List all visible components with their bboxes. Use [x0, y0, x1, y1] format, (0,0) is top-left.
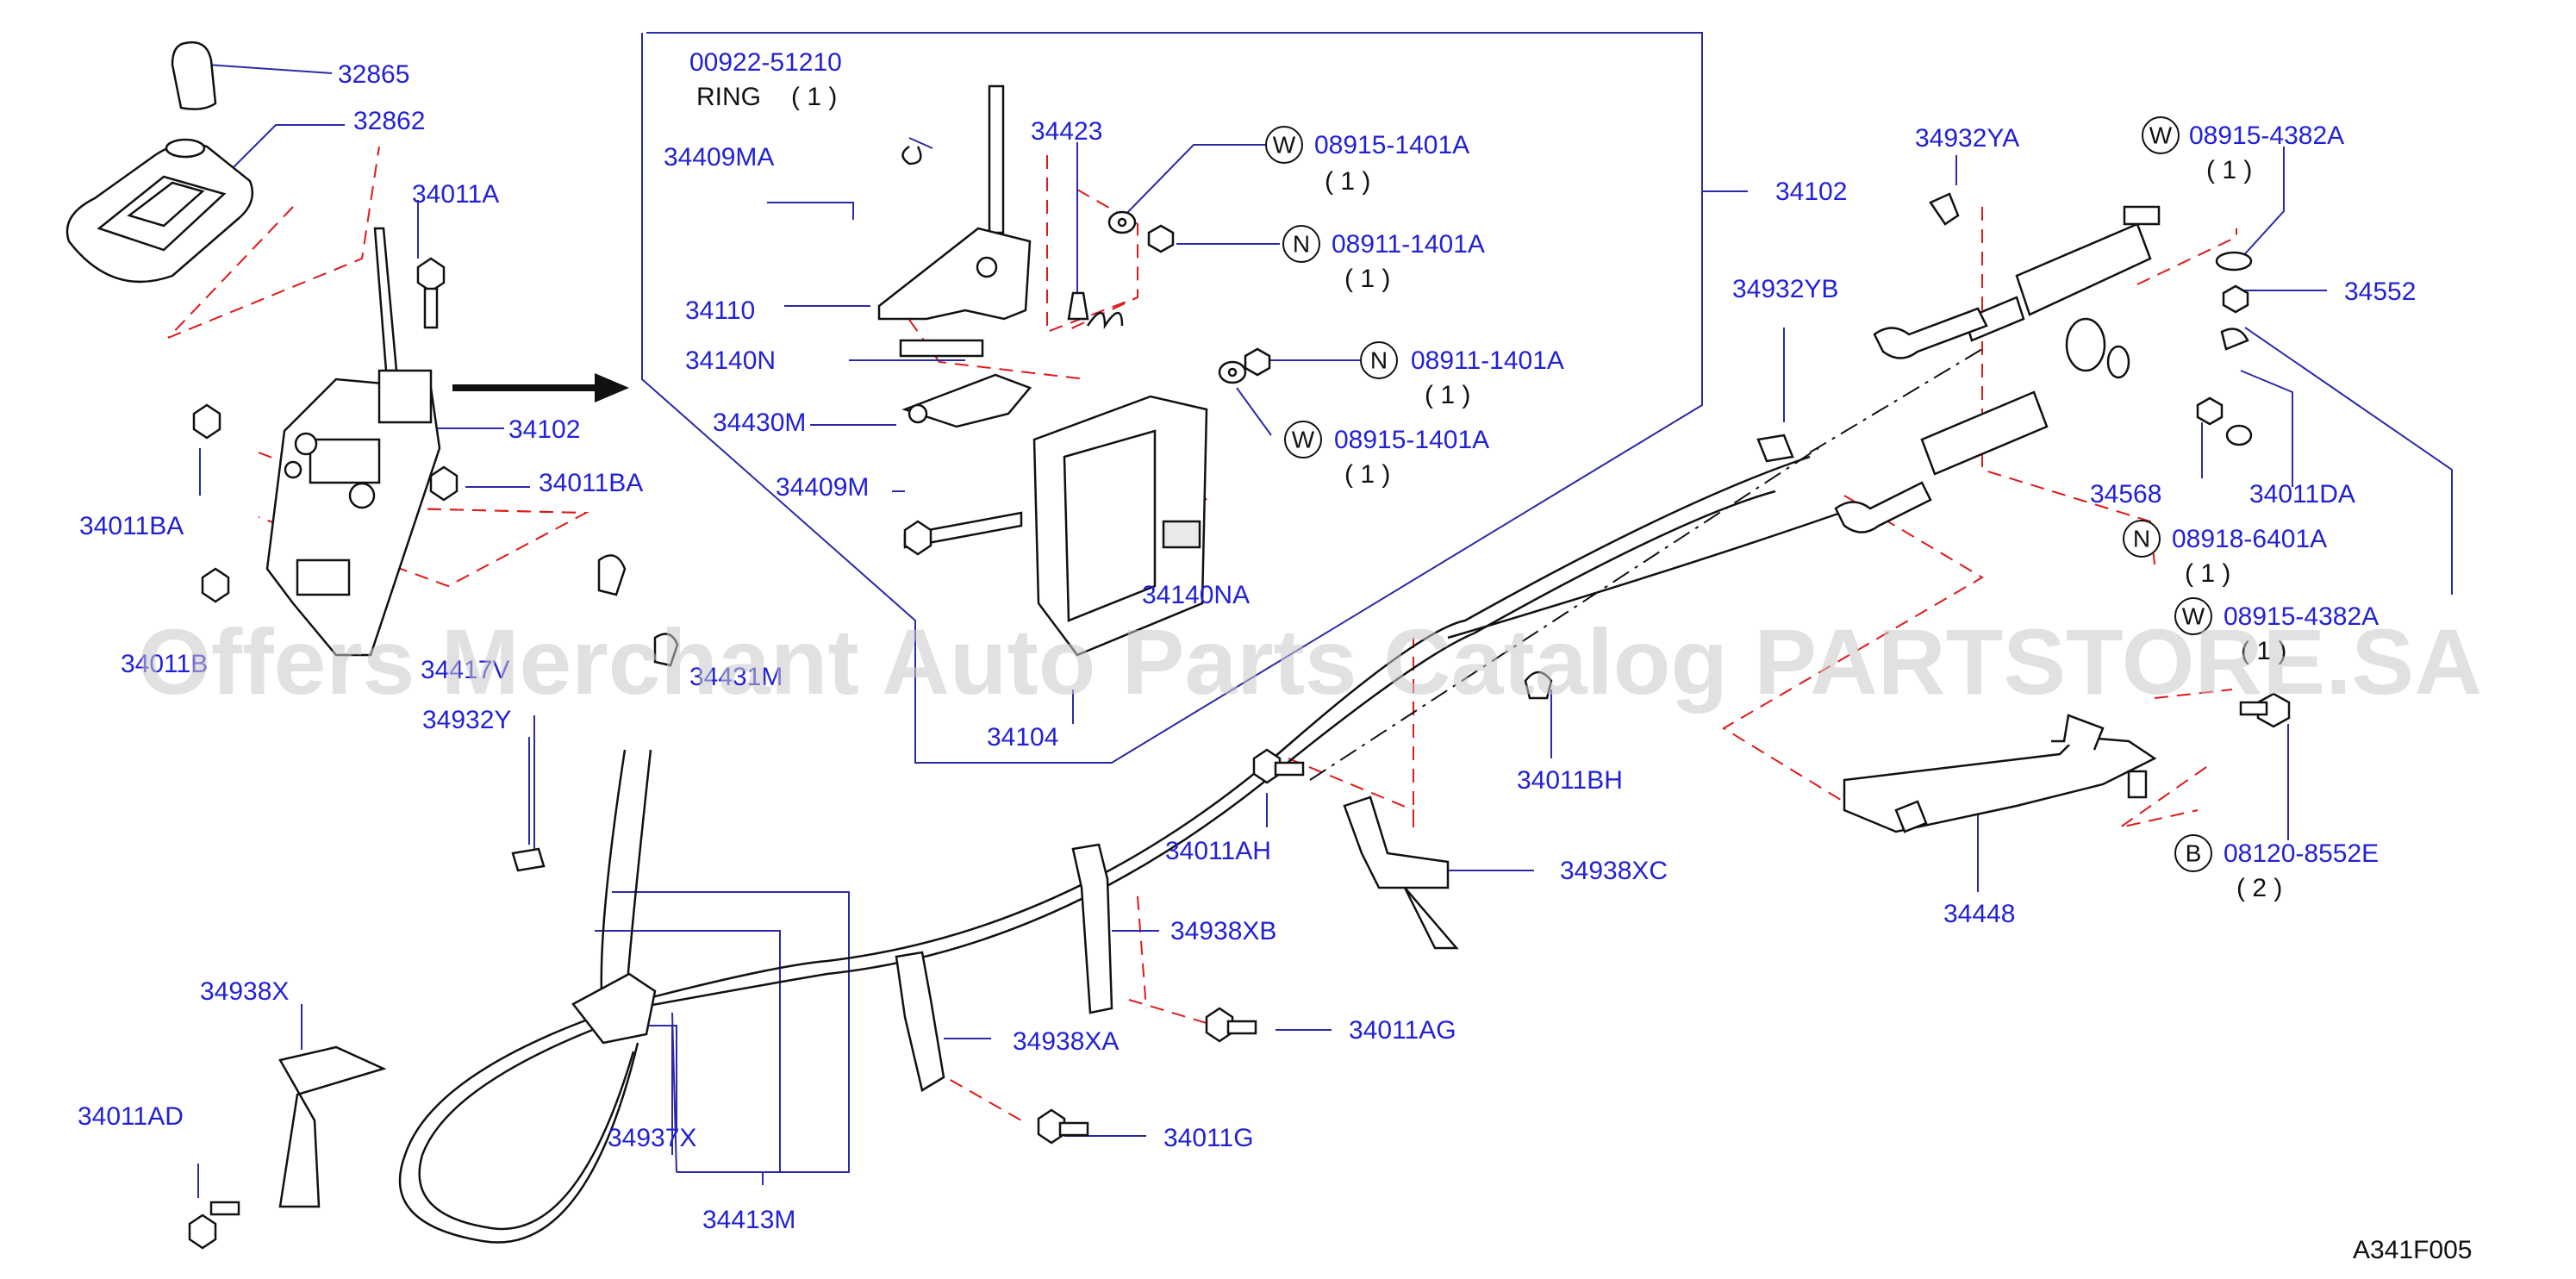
label-34409ma: 34409MA [664, 143, 774, 172]
label-08911-1401a-bottom: 08911-1401A [1411, 346, 1564, 375]
label-34938xb: 34938XB [1170, 917, 1276, 945]
label-34011ah: 34011AH [1165, 837, 1271, 865]
symbol-w: W [1273, 132, 1296, 159]
label-34104: 34104 [987, 723, 1058, 752]
cable-ends-right [1834, 205, 2253, 533]
symbol-b: B [2186, 840, 2202, 867]
label-34938xa: 34938XA [1013, 1027, 1119, 1056]
label-qty: ( 1 ) [1325, 167, 1370, 196]
label-ring: RING [696, 83, 761, 111]
direction-arrow [452, 373, 629, 402]
symbol-n: N [1370, 347, 1388, 374]
leader-lines [197, 64, 2453, 1198]
label-08915-1401a-bottom: 08915-1401A [1334, 426, 1489, 454]
symbol-n: N [2133, 526, 2150, 552]
label-32862: 32862 [353, 107, 425, 135]
label-34932ya: 34932YA [1915, 124, 2019, 153]
symbol-w: W [1292, 427, 1315, 453]
label-34552: 34552 [2344, 278, 2416, 306]
exploded-view-frame [641, 32, 1748, 764]
label-34011ba-left: 34011BA [79, 512, 184, 540]
label-ring-qty: ( 1 ) [791, 83, 837, 111]
label-qty: ( 1 ) [2241, 637, 2286, 665]
label-34011g: 34011G [1163, 1124, 1254, 1152]
part-labels: 32865 32862 34011A 34102 34011BA 34011BA… [78, 48, 2416, 1234]
label-34140na: 34140NA [1142, 581, 1250, 609]
shift-boot [65, 138, 254, 284]
label-34448: 34448 [1943, 900, 2015, 928]
label-34937x: 34937X [608, 1124, 696, 1152]
label-34417v: 34417V [421, 656, 509, 684]
label-34011ba-right: 34011BA [539, 469, 643, 497]
diagram-ref-code: A341F005 [2353, 1236, 2472, 1264]
label-34932y: 34932Y [422, 706, 511, 734]
cable-grommet [571, 972, 657, 1045]
bolt-08120 [2239, 692, 2291, 728]
label-34409m: 34409M [776, 473, 869, 502]
label-34011a: 34011A [412, 180, 499, 209]
label-32865: 32865 [338, 60, 409, 89]
watermark-text: Offers Merchant Auto Parts Catalog PARTS… [138, 609, 2482, 714]
washers-nuts-box [901, 145, 1271, 384]
symbol-w: W [2182, 603, 2205, 630]
label-34423: 34423 [1031, 117, 1102, 146]
label-34938xc: 34938XC [1560, 857, 1668, 885]
label-34430m: 34430M [713, 409, 806, 437]
label-34011bh: 34011BH [1517, 766, 1623, 795]
label-00922-51210: 00922-51210 [689, 48, 842, 77]
label-34568: 34568 [2090, 480, 2161, 508]
fasteners-left [192, 257, 458, 603]
label-08915-1401a-top: 08915-1401A [1314, 131, 1469, 159]
label-qty: ( 1 ) [2206, 156, 2252, 184]
circled-symbols: W N N W W N W B [1265, 116, 2212, 872]
label-34110: 34110 [685, 296, 755, 325]
label-08918-6401a: 08918-6401A [2172, 525, 2327, 553]
label-qty: ( 1 ) [1344, 265, 1390, 293]
cable-clips [511, 192, 1960, 872]
label-34140n: 34140N [685, 346, 776, 375]
label-34413m: 34413M [702, 1206, 795, 1234]
label-34011ad: 34011AD [78, 1102, 184, 1131]
label-34102-box: 34102 [1775, 178, 1847, 206]
symbol-n: N [1293, 231, 1310, 258]
label-qty: ( 1 ) [2185, 559, 2230, 588]
cable-brackets [278, 795, 1459, 1208]
label-qty: ( 1 ) [1425, 381, 1470, 409]
label-08911-1401a-top: 08911-1401A [1332, 230, 1485, 259]
label-08915-4382a-top: 08915-4382A [2189, 122, 2344, 150]
label-34011ag: 34011AG [1349, 1016, 1456, 1045]
symbol-w: W [2149, 122, 2173, 149]
shift-knob [171, 41, 217, 110]
label-qty: ( 1 ) [1344, 460, 1390, 489]
label-34431m: 34431M [689, 663, 783, 691]
fasteners-mid [188, 554, 1553, 1250]
label-08915-4382a-bottom: 08915-4382A [2224, 602, 2379, 631]
label-34938x: 34938X [200, 977, 289, 1006]
select-lever [1843, 714, 2157, 833]
lever-bracket-parts [877, 84, 1208, 657]
label-qty: ( 2 ) [2236, 874, 2282, 902]
shift-lever-assembly [265, 227, 441, 657]
label-34102-left: 34102 [508, 415, 580, 444]
label-08120-8552e: 08120-8552E [2224, 839, 2379, 868]
label-34011da: 34011DA [2249, 480, 2355, 508]
label-34011b: 34011B [121, 650, 208, 678]
label-34932yb: 34932YB [1732, 275, 1838, 303]
